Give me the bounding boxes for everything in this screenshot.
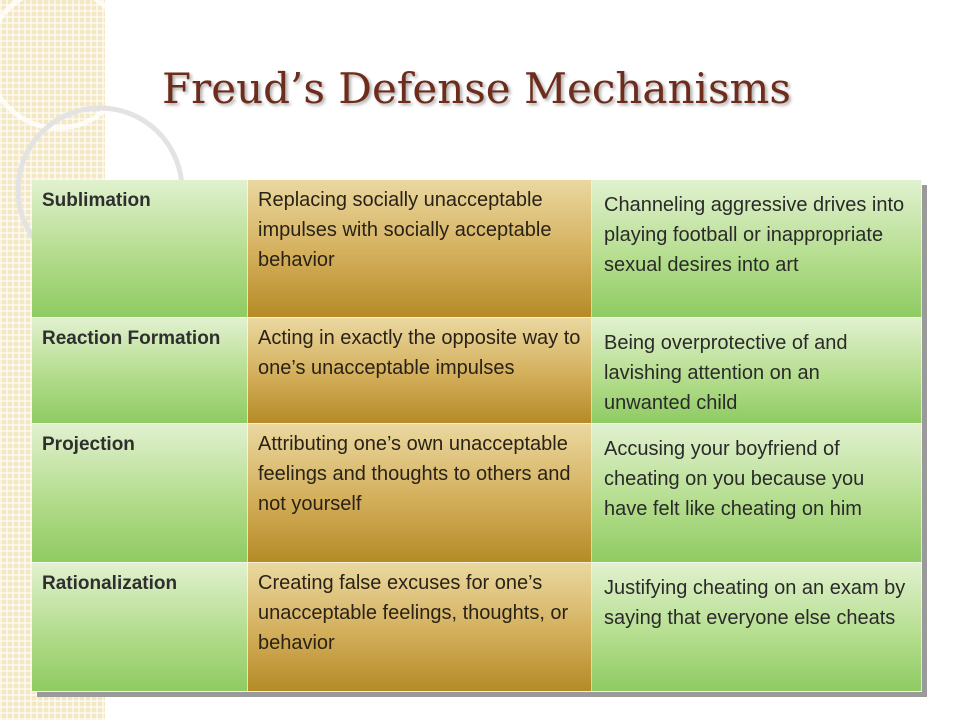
term-cell: Sublimation: [32, 180, 248, 318]
definition-cell: Creating false excuses for one’s unaccep…: [248, 563, 592, 692]
example-cell: Being overprotective of and lavishing at…: [592, 318, 922, 424]
term-cell: Rationalization: [32, 563, 248, 692]
term-cell: Reaction Formation: [32, 318, 248, 424]
term-cell: Projection: [32, 424, 248, 563]
defense-mechanisms-table: Sublimation Replacing socially unaccepta…: [32, 180, 922, 692]
definition-cell: Acting in exactly the opposite way to on…: [248, 318, 592, 424]
example-cell: Channeling aggressive drives into playin…: [592, 180, 922, 318]
example-cell: Accusing your boyfriend of cheating on y…: [592, 424, 922, 563]
definition-cell: Replacing socially unacceptable impulses…: [248, 180, 592, 318]
definition-cell: Attributing one’s own unacceptable feeli…: [248, 424, 592, 563]
slide-title: Freud’s Defense Mechanisms: [162, 64, 791, 113]
example-cell: Justifying cheating on an exam by saying…: [592, 563, 922, 692]
